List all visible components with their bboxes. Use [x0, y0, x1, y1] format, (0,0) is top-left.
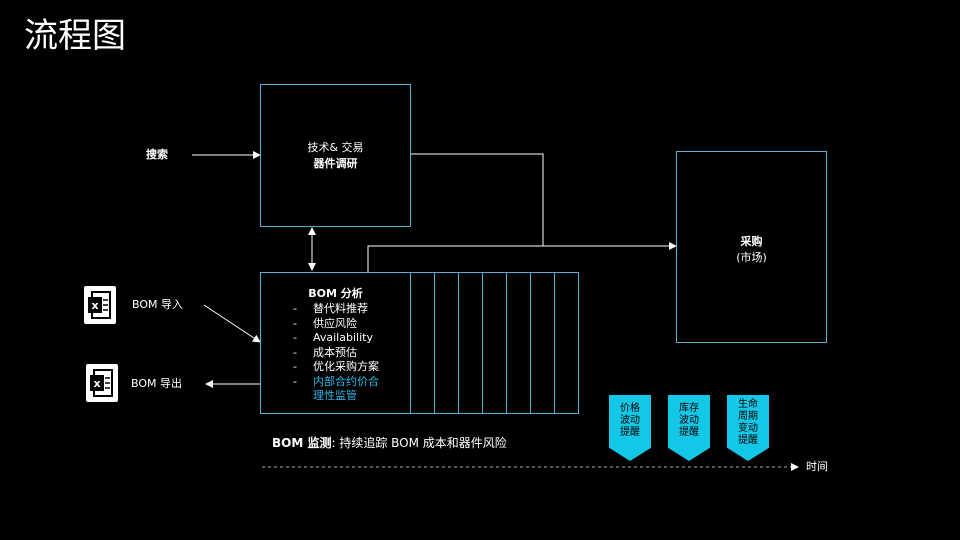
monitor-segments	[410, 272, 579, 414]
bom-monitor-text: BOM 监测: 持续追踪 BOM 成本和器件风险	[272, 436, 507, 450]
list-item: -内部合约价合	[293, 374, 379, 388]
svg-text:x: x	[91, 299, 98, 312]
search-label: 搜索	[146, 148, 168, 161]
price-alert-tag: 价格 波动 提醒	[609, 395, 651, 461]
bom-import-label: BOM 导入	[132, 298, 183, 311]
list-item: -供应风险	[293, 316, 357, 330]
excel-icon: x	[86, 364, 118, 402]
research-line2: 器件调研	[313, 157, 358, 170]
excel-icon: x	[84, 286, 116, 324]
procurement-box: 采购 (市场)	[676, 151, 827, 343]
bom-analysis-heading: BOM 分析	[308, 287, 363, 300]
list-item: -成本预估	[293, 345, 357, 359]
procurement-line1: 采购	[740, 235, 763, 248]
bom-analysis-list: -替代料推荐 -供应风险 -Availability -成本预估 -优化采购方案…	[293, 302, 410, 404]
research-line1: 技术& 交易	[307, 141, 364, 154]
list-item: -优化采购方案	[293, 360, 379, 373]
list-item: -Availability	[293, 331, 373, 344]
list-item: 理性监管	[313, 389, 357, 402]
stock-alert-tag: 库存 波动 提醒	[668, 395, 710, 461]
timeline-label: 时间	[806, 460, 828, 473]
research-procurement-line	[411, 153, 544, 246]
bom-procurement-arrow	[367, 242, 677, 272]
bom-monitor-bold: BOM 监测	[272, 436, 332, 450]
bom-export-label: BOM 导出	[131, 377, 182, 390]
procurement-line2: (市场)	[736, 251, 767, 264]
svg-text:x: x	[93, 377, 100, 390]
list-item: -替代料推荐	[293, 302, 368, 315]
bom-analysis-box: BOM 分析 -替代料推荐 -供应风险 -Availability -成本预估 …	[260, 272, 411, 414]
page-title: 流程图	[24, 16, 126, 56]
research-box: 技术& 交易 器件调研	[260, 84, 411, 227]
lifecycle-alert-tag: 生命 周期 变动 提醒	[727, 395, 769, 461]
bom-monitor-rest: : 持续追踪 BOM 成本和器件风险	[331, 436, 507, 450]
bom-import-arrow	[203, 304, 261, 343]
